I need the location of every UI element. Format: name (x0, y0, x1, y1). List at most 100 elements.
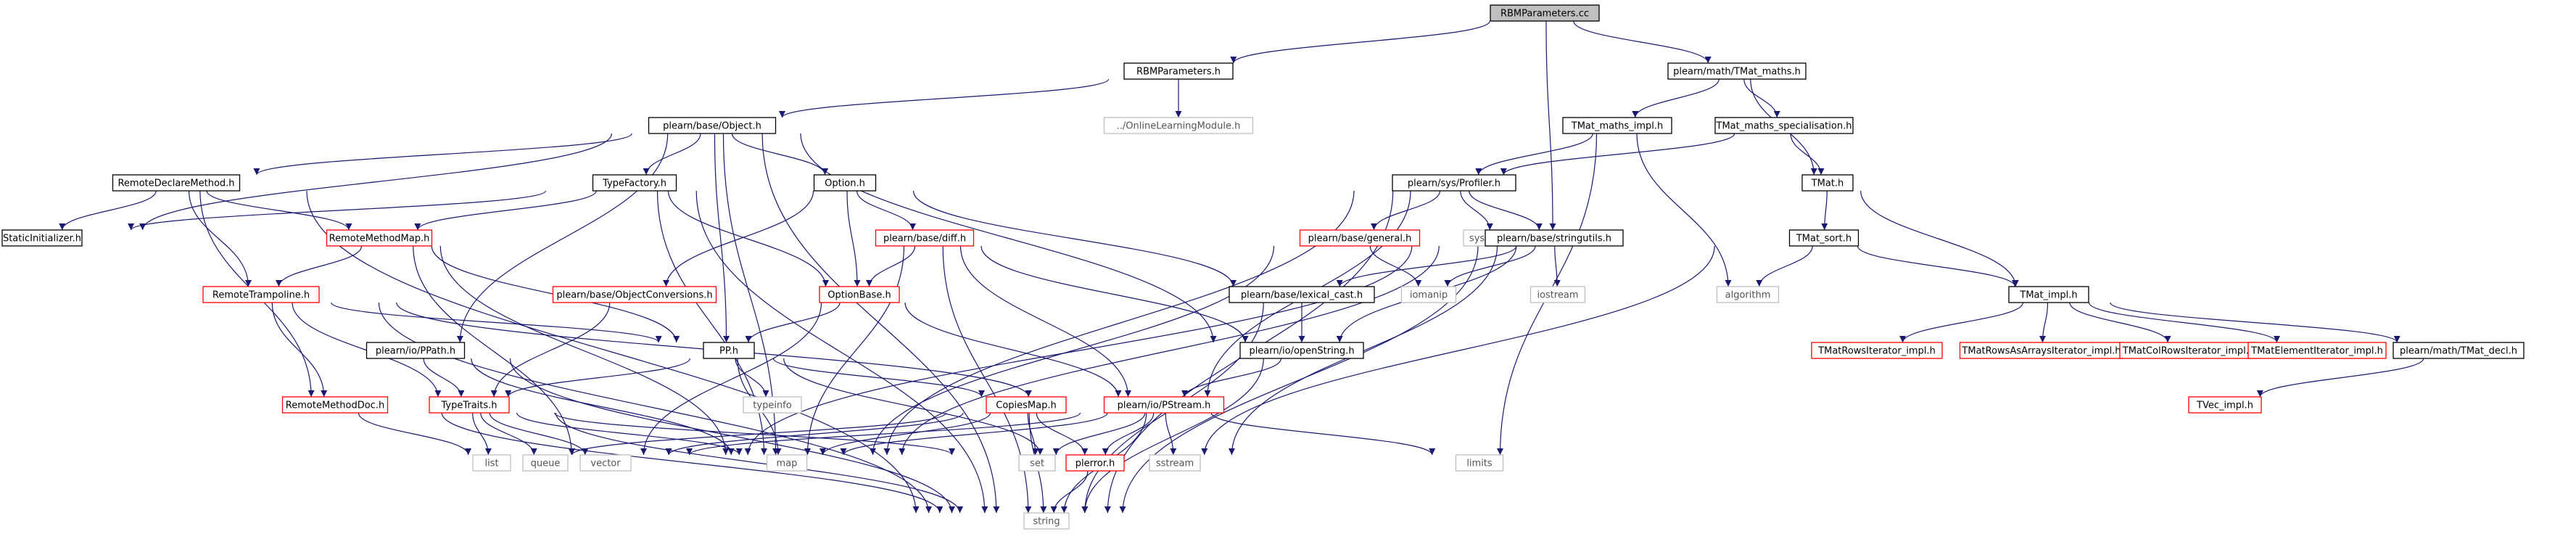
node-root[interactable]: RBMParameters.cc (1490, 4, 1600, 22)
node-box-sstream (1149, 454, 1201, 472)
node-rbmh[interactable]: RBMParameters.h (1123, 62, 1234, 80)
node-box-tmatdecl (2393, 342, 2525, 359)
node-remotemethoddoc[interactable]: RemoteMethodDoc.h (281, 396, 389, 414)
node-remotemethodmap[interactable]: RemoteMethodMap.h (326, 229, 433, 247)
edge-tmatsort-to-plerror (1201, 245, 1715, 456)
node-diff[interactable]: plearn/base/diff.h (875, 229, 975, 247)
node-tmatmathsspec[interactable]: TMat_maths_specialisation.h (1714, 117, 1854, 134)
node-typeinfo: typeinfo (743, 396, 802, 414)
edge-openstring-to-pstream (1181, 358, 1282, 398)
node-label-tmatrowsasarrays: TMatRowsAsArraysIterator_impl.h (1961, 346, 2121, 357)
edge-remotetrampoline-to-remotemethoddoc (271, 302, 328, 398)
edge-remotemethodmap-to-vector (413, 245, 575, 456)
node-box-remotemethodmap (326, 229, 433, 247)
node-tmatmaths[interactable]: plearn/math/TMat_maths.h (1667, 62, 1807, 80)
node-label-algorithm: algorithm (1725, 290, 1771, 301)
node-openstring[interactable]: plearn/io/openString.h (1239, 342, 1364, 359)
edge-pp-to-typeinfo (735, 358, 769, 398)
edge-tmatsort-to-tmatimpl (1857, 245, 2018, 287)
edge-stringutils-to-sstream (1228, 245, 1498, 456)
node-optionbase[interactable]: OptionBase.h (819, 286, 900, 303)
node-general[interactable]: plearn/base/general.h (1299, 229, 1421, 247)
node-tmatrowsasarrays[interactable]: TMatRowsAsArraysIterator_impl.h (1959, 342, 2124, 359)
node-label-tmatmathsimpl: TMat_maths_impl.h (1571, 121, 1663, 132)
node-plerror[interactable]: plerror.h (1065, 454, 1125, 472)
node-box-copiesmap (986, 396, 1067, 414)
node-remotetrampoline[interactable]: RemoteTrampoline.h (202, 286, 320, 303)
edge-remotemethoddoc-to-list (358, 412, 472, 456)
edge-general-to-map (870, 245, 1275, 456)
edge-object-to-remotedeclare (253, 133, 632, 176)
node-label-rbmh: RBMParameters.h (1136, 67, 1221, 78)
edge-copiesmap-to-map (820, 412, 991, 456)
node-profiler[interactable]: plearn/sys/Profiler.h (1392, 174, 1516, 192)
node-label-remotemethodmap: RemoteMethodMap.h (329, 234, 430, 245)
node-box-pp (703, 342, 755, 359)
node-label-typetraits: TypeTraits.h (440, 400, 497, 411)
edge-tmatmathsimpl-to-algorithm (1636, 133, 1732, 287)
node-list: list (472, 454, 511, 472)
edge-tmath-to-tmatsort (1821, 190, 1828, 231)
node-typefactory[interactable]: TypeFactory.h (592, 174, 677, 192)
edge-remotemethodmap-to-map (439, 245, 730, 456)
node-copiesmap[interactable]: CopiesMap.h (986, 396, 1067, 414)
node-tmath[interactable]: TMat.h (1801, 174, 1854, 192)
edge-plerror-to-string (1050, 470, 1089, 514)
node-pstream[interactable]: plearn/io/PStream.h (1103, 396, 1225, 414)
node-tmatmathsimpl[interactable]: TMat_maths_impl.h (1562, 117, 1672, 134)
node-box-tvecimpl (2188, 396, 2262, 414)
node-label-tmatmathsspec: TMat_maths_specialisation.h (1716, 121, 1852, 132)
node-label-pstream: plearn/io/PStream.h (1118, 400, 1211, 411)
edge-optionbase-to-pstream (904, 302, 1122, 398)
node-option[interactable]: Option.h (813, 174, 877, 192)
edge-option-to-lexicalcast (912, 190, 1237, 287)
edge-typetraits-to-queue (480, 412, 537, 456)
node-box-remotedeclare (112, 174, 241, 192)
node-tvecimpl[interactable]: TVec_impl.h (2188, 396, 2262, 414)
node-typetraits[interactable]: TypeTraits.h (429, 396, 510, 414)
node-label-objectconversions: plearn/base/ObjectConversions.h (556, 290, 712, 301)
node-box-typefactory (592, 174, 677, 192)
node-tmatrowsiter[interactable]: TMatRowsIterator_impl.h (1811, 342, 1943, 359)
node-objectconversions[interactable]: plearn/base/ObjectConversions.h (552, 286, 717, 303)
node-tmatelement[interactable]: TMatElementIterator_impl.h (2247, 342, 2387, 359)
node-box-root (1490, 4, 1600, 22)
node-box-tmatmaths (1667, 62, 1807, 80)
node-object[interactable]: plearn/base/Object.h (648, 117, 777, 134)
edge-profiler-to-systimes (1460, 190, 1493, 231)
edge-tmatmaths-to-tmatmathsimpl (1632, 78, 1720, 118)
edge-ppath-to-map (471, 358, 735, 456)
node-box-remotemethoddoc (281, 396, 389, 414)
edge-optionbase-to-vector (640, 302, 822, 456)
node-tmatdecl[interactable]: plearn/math/TMat_decl.h (2393, 342, 2525, 359)
node-tmatimpl[interactable]: TMat_impl.h (2008, 286, 2089, 303)
node-ppath[interactable]: plearn/io/PPath.h (366, 342, 466, 359)
node-tmatsort[interactable]: TMat_sort.h (1788, 229, 1859, 247)
node-stringutils[interactable]: plearn/base/stringutils.h (1485, 229, 1624, 247)
edge-stringutils-to-vector (744, 245, 1413, 456)
node-lexicalcast[interactable]: plearn/base/lexical_cast.h (1229, 286, 1375, 303)
edge-object-to-pp (714, 133, 730, 343)
node-box-plerror (1065, 454, 1125, 472)
node-pp[interactable]: PP.h (703, 342, 755, 359)
node-label-map: map (777, 459, 798, 469)
edge-pstream-to-vector (686, 412, 1081, 456)
node-label-diff: plearn/base/diff.h (883, 234, 966, 245)
edge-copiesmap-to-list (569, 412, 947, 456)
edge-profiler-to-stringutils (1469, 190, 1543, 231)
node-staticinit[interactable]: StaticInitializer.h (1, 229, 83, 247)
node-label-plerror: plerror.h (1076, 459, 1115, 469)
node-tmatcolrows[interactable]: TMatColRowsIterator_impl.h (2119, 342, 2258, 359)
edge-option-to-objectconversions (663, 190, 814, 287)
edge-typetraits-to-string (555, 412, 964, 514)
node-label-pp: PP.h (719, 346, 738, 357)
node-label-tmatimpl: TMat_impl.h (2019, 290, 2077, 301)
edge-tmatimpl-to-tmatrowsasarrays (2039, 302, 2049, 343)
node-box-list (472, 454, 511, 472)
node-box-profiler (1392, 174, 1516, 192)
edge-object-to-staticinit (139, 133, 612, 231)
node-queue: queue (522, 454, 569, 472)
node-remotedeclare[interactable]: RemoteDeclareMethod.h (112, 174, 241, 192)
node-label-remotemethoddoc: RemoteMethodDoc.h (286, 400, 384, 411)
